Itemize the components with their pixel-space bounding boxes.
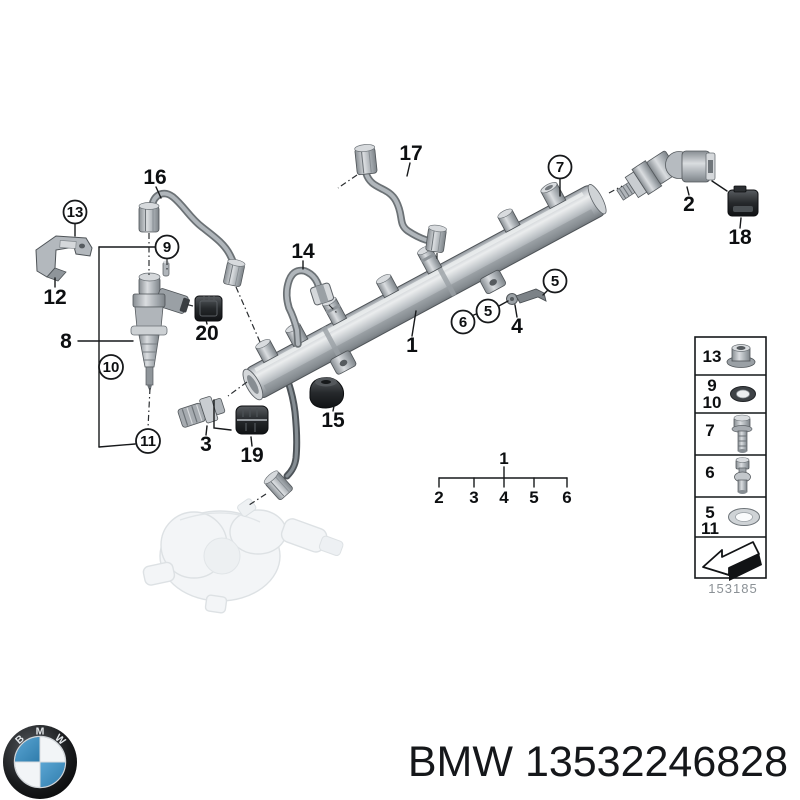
- legend-label-13: 13: [703, 347, 722, 366]
- callout-circle-6-label: 6: [459, 314, 467, 331]
- pipe14-clip: [309, 282, 335, 306]
- holder-4: [506, 288, 547, 305]
- part3-alignment-line: [227, 381, 248, 397]
- callout-12: 12: [43, 286, 66, 309]
- legend-label-7: 7: [705, 421, 714, 440]
- connector-18: [727, 185, 759, 217]
- ghost-fuel-pump: [142, 498, 344, 614]
- callout-circle-5a: 5: [542, 268, 568, 294]
- legend-union-screw-icon: [734, 457, 751, 494]
- clamp-bracket-12: [35, 235, 93, 282]
- callout-circle-7-label: 7: [556, 159, 564, 176]
- pressure-pipe-17: [337, 143, 448, 261]
- figure-number: 153185: [708, 581, 757, 596]
- callout-circle-13: 13: [62, 199, 88, 225]
- tree-parent: 1: [499, 449, 508, 468]
- callout-circle-11: 11: [135, 428, 161, 454]
- callout-circle-13-label: 13: [67, 204, 84, 221]
- union-fitting-3: [177, 396, 226, 428]
- pipe17-nut-upper: [353, 143, 378, 176]
- footer-part-number: 13532246828: [525, 738, 788, 786]
- part20-alignment-line: [184, 303, 194, 307]
- callout-circle-5a-label: 5: [551, 273, 559, 290]
- callout-circle-5b: 5: [475, 298, 501, 324]
- bmw-logo: B M W: [3, 725, 77, 799]
- legend-bolt-icon: [731, 414, 753, 453]
- legend-label-6: 6: [705, 463, 714, 482]
- callout-4: 4: [511, 315, 523, 338]
- legend-flange-nut-icon: [726, 344, 756, 368]
- legend-label-10: 10: [703, 393, 722, 412]
- callout-1: 1: [406, 334, 418, 357]
- injector-pressure-pipe-16: [138, 189, 261, 343]
- legend-label-9: 9: [707, 376, 716, 395]
- legend-label-11: 11: [701, 519, 719, 538]
- callout-2: 2: [683, 193, 695, 216]
- callout-18: 18: [728, 226, 752, 249]
- callouts-plain: 16 17 14 12 8 20 3 19 15 1 4 2 18: [43, 142, 752, 467]
- part2-alignment-line: [608, 185, 623, 194]
- callouts-circled: 13 9 10 11 7 5 5 6: [62, 154, 573, 454]
- legend-seal-washer-icon: [730, 386, 756, 402]
- callout-14: 14: [291, 240, 315, 263]
- rubber-damper-15: [309, 377, 345, 409]
- rail-port-boss: [375, 274, 400, 299]
- rail-mount-lug: [479, 269, 506, 294]
- callout-8: 8: [60, 330, 72, 353]
- callout-circle-9: 9: [154, 234, 180, 260]
- tree-child-4: 4: [499, 488, 509, 507]
- pipe16-nut-lower: [222, 257, 247, 288]
- tree-child-6: 6: [562, 488, 571, 507]
- tree-child-5: 5: [529, 488, 538, 507]
- fuel-injector: [130, 260, 190, 392]
- rail-port-boss: [497, 208, 521, 233]
- callout-15: 15: [321, 409, 345, 432]
- callout-circle-6: 6: [450, 309, 476, 335]
- parts-tree: 1 2 3 4 5 6: [434, 449, 571, 507]
- part2-to-18-line: [711, 180, 728, 192]
- pump-pipe-alignment-line: [248, 493, 267, 506]
- injector-plug-20: [194, 295, 223, 322]
- pipe-clamp-19: [235, 405, 269, 435]
- callout-circle-10: 10: [98, 354, 124, 380]
- callout-circle-5b-label: 5: [484, 303, 492, 320]
- footer-brand: BMW: [408, 738, 514, 786]
- callout-19: 19: [240, 444, 263, 467]
- bmw-logo-letter-m: M: [36, 726, 45, 738]
- legend-label-5: 5: [705, 503, 714, 522]
- callout-20: 20: [195, 322, 218, 345]
- callout-circle-11-label: 11: [140, 433, 156, 450]
- callout-circle-9-label: 9: [163, 239, 171, 256]
- tree-child-2: 2: [434, 488, 443, 507]
- callout-16: 16: [143, 166, 166, 189]
- injector-nozzle: [145, 366, 154, 386]
- tree-child-3: 3: [469, 488, 478, 507]
- rail-port-boss: [255, 339, 279, 364]
- callout-3: 3: [200, 433, 212, 456]
- legend-sealing-ring-icon: [728, 508, 760, 526]
- pump-supply-pipe: [248, 364, 301, 506]
- fuel-rail: [242, 182, 607, 401]
- rail-mount-lug: [330, 350, 357, 375]
- pipe17-nut-lower: [425, 223, 448, 254]
- callout-17: 17: [399, 142, 422, 165]
- legend-table: 13 9 10 7 6: [694, 336, 767, 581]
- pressure-regulator-2: [616, 150, 716, 201]
- pipe16-nut-upper: [138, 202, 160, 233]
- injector-bleed-pin: [162, 260, 170, 277]
- callout-circle-10-label: 10: [103, 359, 120, 376]
- part3-bracket-line: [213, 399, 232, 431]
- legend-direction-arrow-icon: [702, 541, 762, 581]
- pressure-pipe-14: [282, 266, 338, 348]
- callout-circle-7: 7: [547, 154, 573, 180]
